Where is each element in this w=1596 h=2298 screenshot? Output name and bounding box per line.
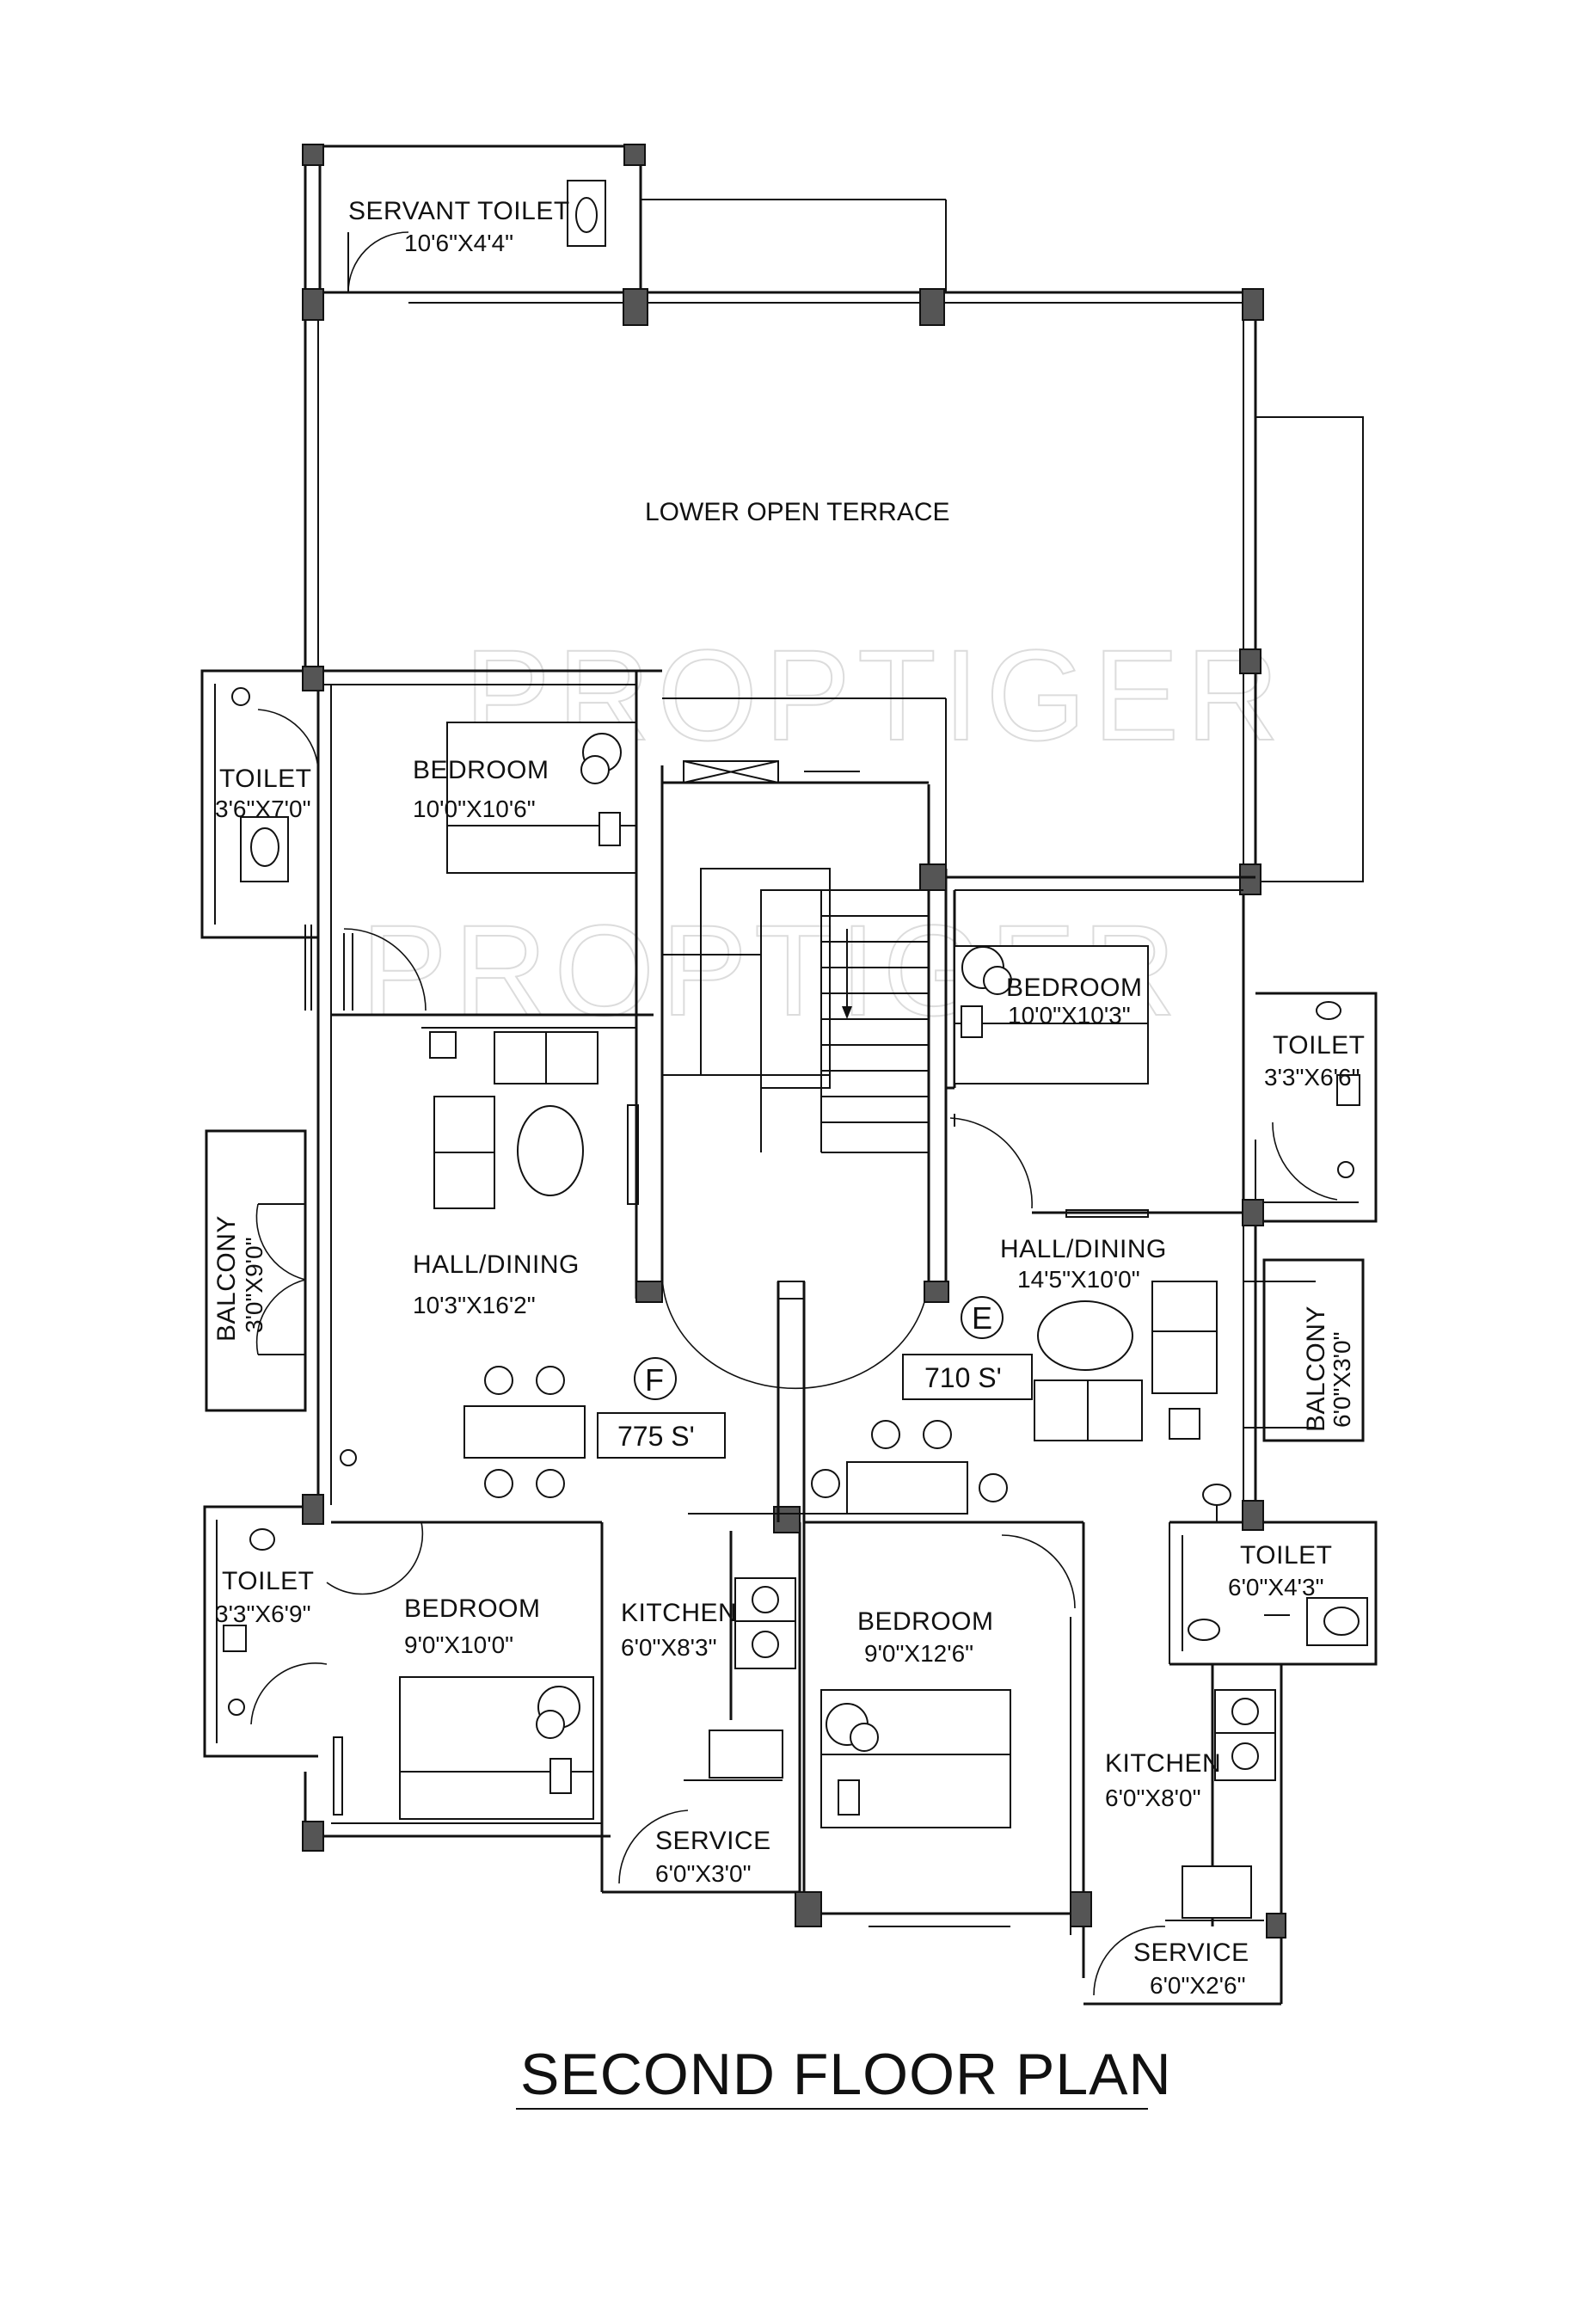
- stove-icon: [734, 1577, 796, 1622]
- terrace-outline: [302, 288, 1364, 882]
- unit-f-hall-dims: 10'3"X16'2": [413, 1292, 536, 1318]
- unit-f-letter: F: [645, 1362, 664, 1398]
- unit-e-service-name: SERVICE: [1133, 1939, 1249, 1967]
- unit-e-toilet-1-dims: 3'3"X6'6": [1264, 1064, 1360, 1091]
- unit-f-bedroom-2-dims: 9'0"X10'0": [404, 1631, 513, 1658]
- sofa-icon: [1151, 1281, 1218, 1394]
- unit-e-balcony-name: BALCONY: [1302, 1306, 1330, 1432]
- unit-f-toilet-1-dims: 3'6"X7'0": [215, 796, 311, 822]
- unit-f-area: 775 S': [617, 1421, 695, 1452]
- unit-e-kitchen-name: KITCHEN: [1105, 1749, 1221, 1778]
- unit-f-balcony-name: BALCONY: [212, 1215, 241, 1342]
- unit-e-bedroom-1-name: BEDROOM: [1006, 974, 1143, 1002]
- sink-icon: [709, 1730, 783, 1779]
- dining-table-icon: [846, 1461, 968, 1515]
- unit-e-kitchen-dims: 6'0"X8'0": [1105, 1785, 1201, 1811]
- terrace-label: LOWER OPEN TERRACE: [645, 498, 950, 526]
- unit-e-service-dims: 6'0"X2'6": [1150, 1972, 1246, 1999]
- unit-e-toilet-2-dims: 6'0"X4'3": [1228, 1574, 1324, 1601]
- unit-f-toilet-2-dims: 3'3"X6'9": [215, 1601, 311, 1627]
- unit-e-hall-name: HALL/DINING: [1000, 1235, 1167, 1263]
- coffee-table-icon: [517, 1105, 584, 1196]
- sink-icon: [1182, 1865, 1252, 1919]
- unit-f-toilet-2-name: TOILET: [222, 1567, 314, 1595]
- unit-e-fixtures: [811, 945, 1368, 1996]
- servant-toilet-name: SERVANT TOILET: [348, 197, 570, 225]
- unit-e-marker: [961, 1296, 1004, 1339]
- wc-icon: [1306, 1597, 1368, 1646]
- dining-table-icon: [463, 1405, 586, 1459]
- plan-title: SECOND FLOOR PLAN: [520, 2042, 1172, 2107]
- unit-e-letter: E: [972, 1300, 992, 1336]
- unit-f-bedroom-1-dims: 10'0"X10'6": [413, 796, 536, 822]
- staircase: [635, 671, 1261, 1522]
- unit-f-bedroom-2-name: BEDROOM: [404, 1594, 541, 1623]
- unit-f-balcony-dims: 3'0"X9'0": [241, 1237, 267, 1333]
- stove-icon: [1214, 1689, 1276, 1734]
- unit-f-service-name: SERVICE: [655, 1827, 771, 1855]
- unit-e-walls: [795, 876, 1378, 2006]
- unit-f-fixtures: [223, 687, 796, 1884]
- wc-icon: [240, 816, 289, 882]
- bed-icon: [446, 722, 637, 874]
- unit-f-marker: [634, 1357, 677, 1400]
- coffee-table-icon: [1037, 1300, 1133, 1371]
- servant-wc-icon: [567, 180, 606, 247]
- unit-f-kitchen-name: KITCHEN: [621, 1599, 737, 1627]
- unit-e-hall-dims: 14'5"X10'0": [1017, 1266, 1140, 1293]
- unit-f-kitchen-dims: 6'0"X8'3": [621, 1634, 717, 1661]
- unit-e-bedroom-1-dims: 10'0"X10'3": [1008, 1002, 1131, 1029]
- unit-e-balcony-dims: 6'0"X3'0": [1329, 1331, 1355, 1428]
- unit-f-toilet-1-name: TOILET: [219, 765, 311, 793]
- unit-f-walls: [200, 666, 801, 1894]
- servant-toilet-block: [302, 144, 947, 293]
- servant-toilet-dims: 10'6"X4'4": [404, 230, 513, 256]
- unit-e-area-box: [902, 1354, 1033, 1400]
- unit-f-hall-name: HALL/DINING: [413, 1250, 580, 1279]
- unit-e-area: 710 S': [924, 1362, 1002, 1393]
- unit-e-toilet-2-name: TOILET: [1240, 1541, 1332, 1570]
- unit-f-area-box: [597, 1412, 726, 1459]
- unit-e-bedroom-2-dims: 9'0"X12'6": [864, 1640, 973, 1667]
- unit-f-service-dims: 6'0"X3'0": [655, 1860, 752, 1887]
- unit-f-bedroom-1-name: BEDROOM: [413, 756, 549, 784]
- unit-e-toilet-1-name: TOILET: [1273, 1031, 1365, 1060]
- unit-e-bedroom-2-name: BEDROOM: [857, 1607, 994, 1636]
